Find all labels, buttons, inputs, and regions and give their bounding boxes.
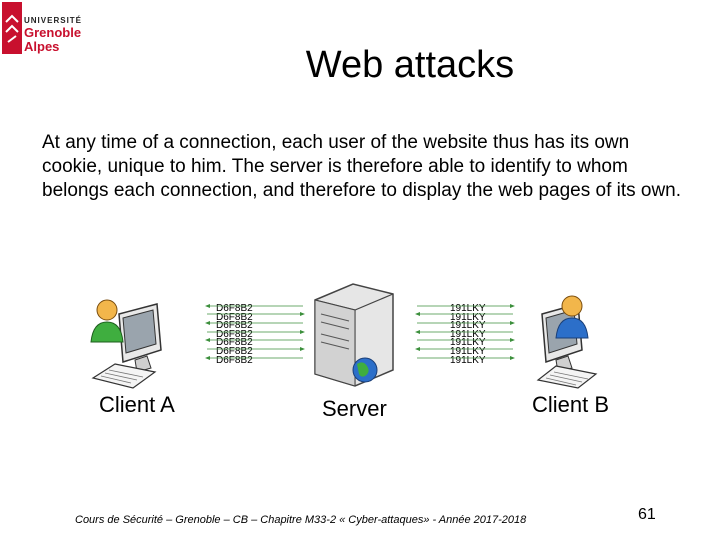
cookie-a-value: D6F8B2 [216, 328, 253, 340]
cookie-a-list: D6F8B2 D6F8B2 D6F8B2 D6F8B2 D6F8B2 D6F8B… [216, 303, 253, 366]
cookie-a-value: D6F8B2 [216, 303, 253, 314]
cookie-b-value: 191LKY [450, 303, 486, 314]
university-logo: UNIVERSITÉ Grenoble Alpes [2, 2, 102, 58]
cookie-a-value: D6F8B2 [216, 345, 253, 357]
slide-footer: Cours de Sécurité – Grenoble – CB – Chap… [75, 514, 527, 526]
slide-body-text: At any time of a connection, each user o… [42, 132, 682, 201]
client-b-label: Client B [532, 392, 610, 417]
slide-title: Web attacks [305, 44, 515, 86]
logo-line-2: Grenoble [24, 25, 82, 40]
client-b-computer-icon [536, 295, 598, 389]
cookie-a-value: D6F8B2 [216, 320, 253, 332]
university-logo-icon [2, 2, 22, 54]
cookie-b-value: 191LKY [450, 345, 486, 357]
cookie-b-value: 191LKY [450, 354, 486, 366]
cookie-b-value: 191LKY [450, 311, 486, 323]
logo-line-3: Alpes [24, 39, 60, 54]
cookie-b-arrows [415, 304, 515, 360]
client-a-computer-icon [90, 299, 162, 389]
client-a-label: Client A [99, 392, 175, 417]
cookie-a-value: D6F8B2 [216, 311, 253, 323]
server-icon [314, 283, 394, 387]
page-number: 61 [638, 506, 656, 523]
server-label: Server [322, 396, 387, 421]
cookie-b-value: 191LKY [450, 337, 486, 349]
cookie-a-value: D6F8B2 [216, 354, 253, 366]
cookie-diagram: D6F8B2 D6F8B2 D6F8B2 D6F8B2 D6F8B2 D6F8B… [0, 280, 720, 430]
cookie-b-value: 191LKY [450, 328, 486, 340]
cookie-b-list: 191LKY 191LKY 191LKY 191LKY 191LKY 191LK… [450, 303, 486, 366]
logo-line-1: UNIVERSITÉ [24, 16, 83, 25]
cookie-a-arrows [205, 304, 305, 360]
cookie-b-value: 191LKY [450, 320, 486, 332]
cookie-a-value: D6F8B2 [216, 337, 253, 349]
